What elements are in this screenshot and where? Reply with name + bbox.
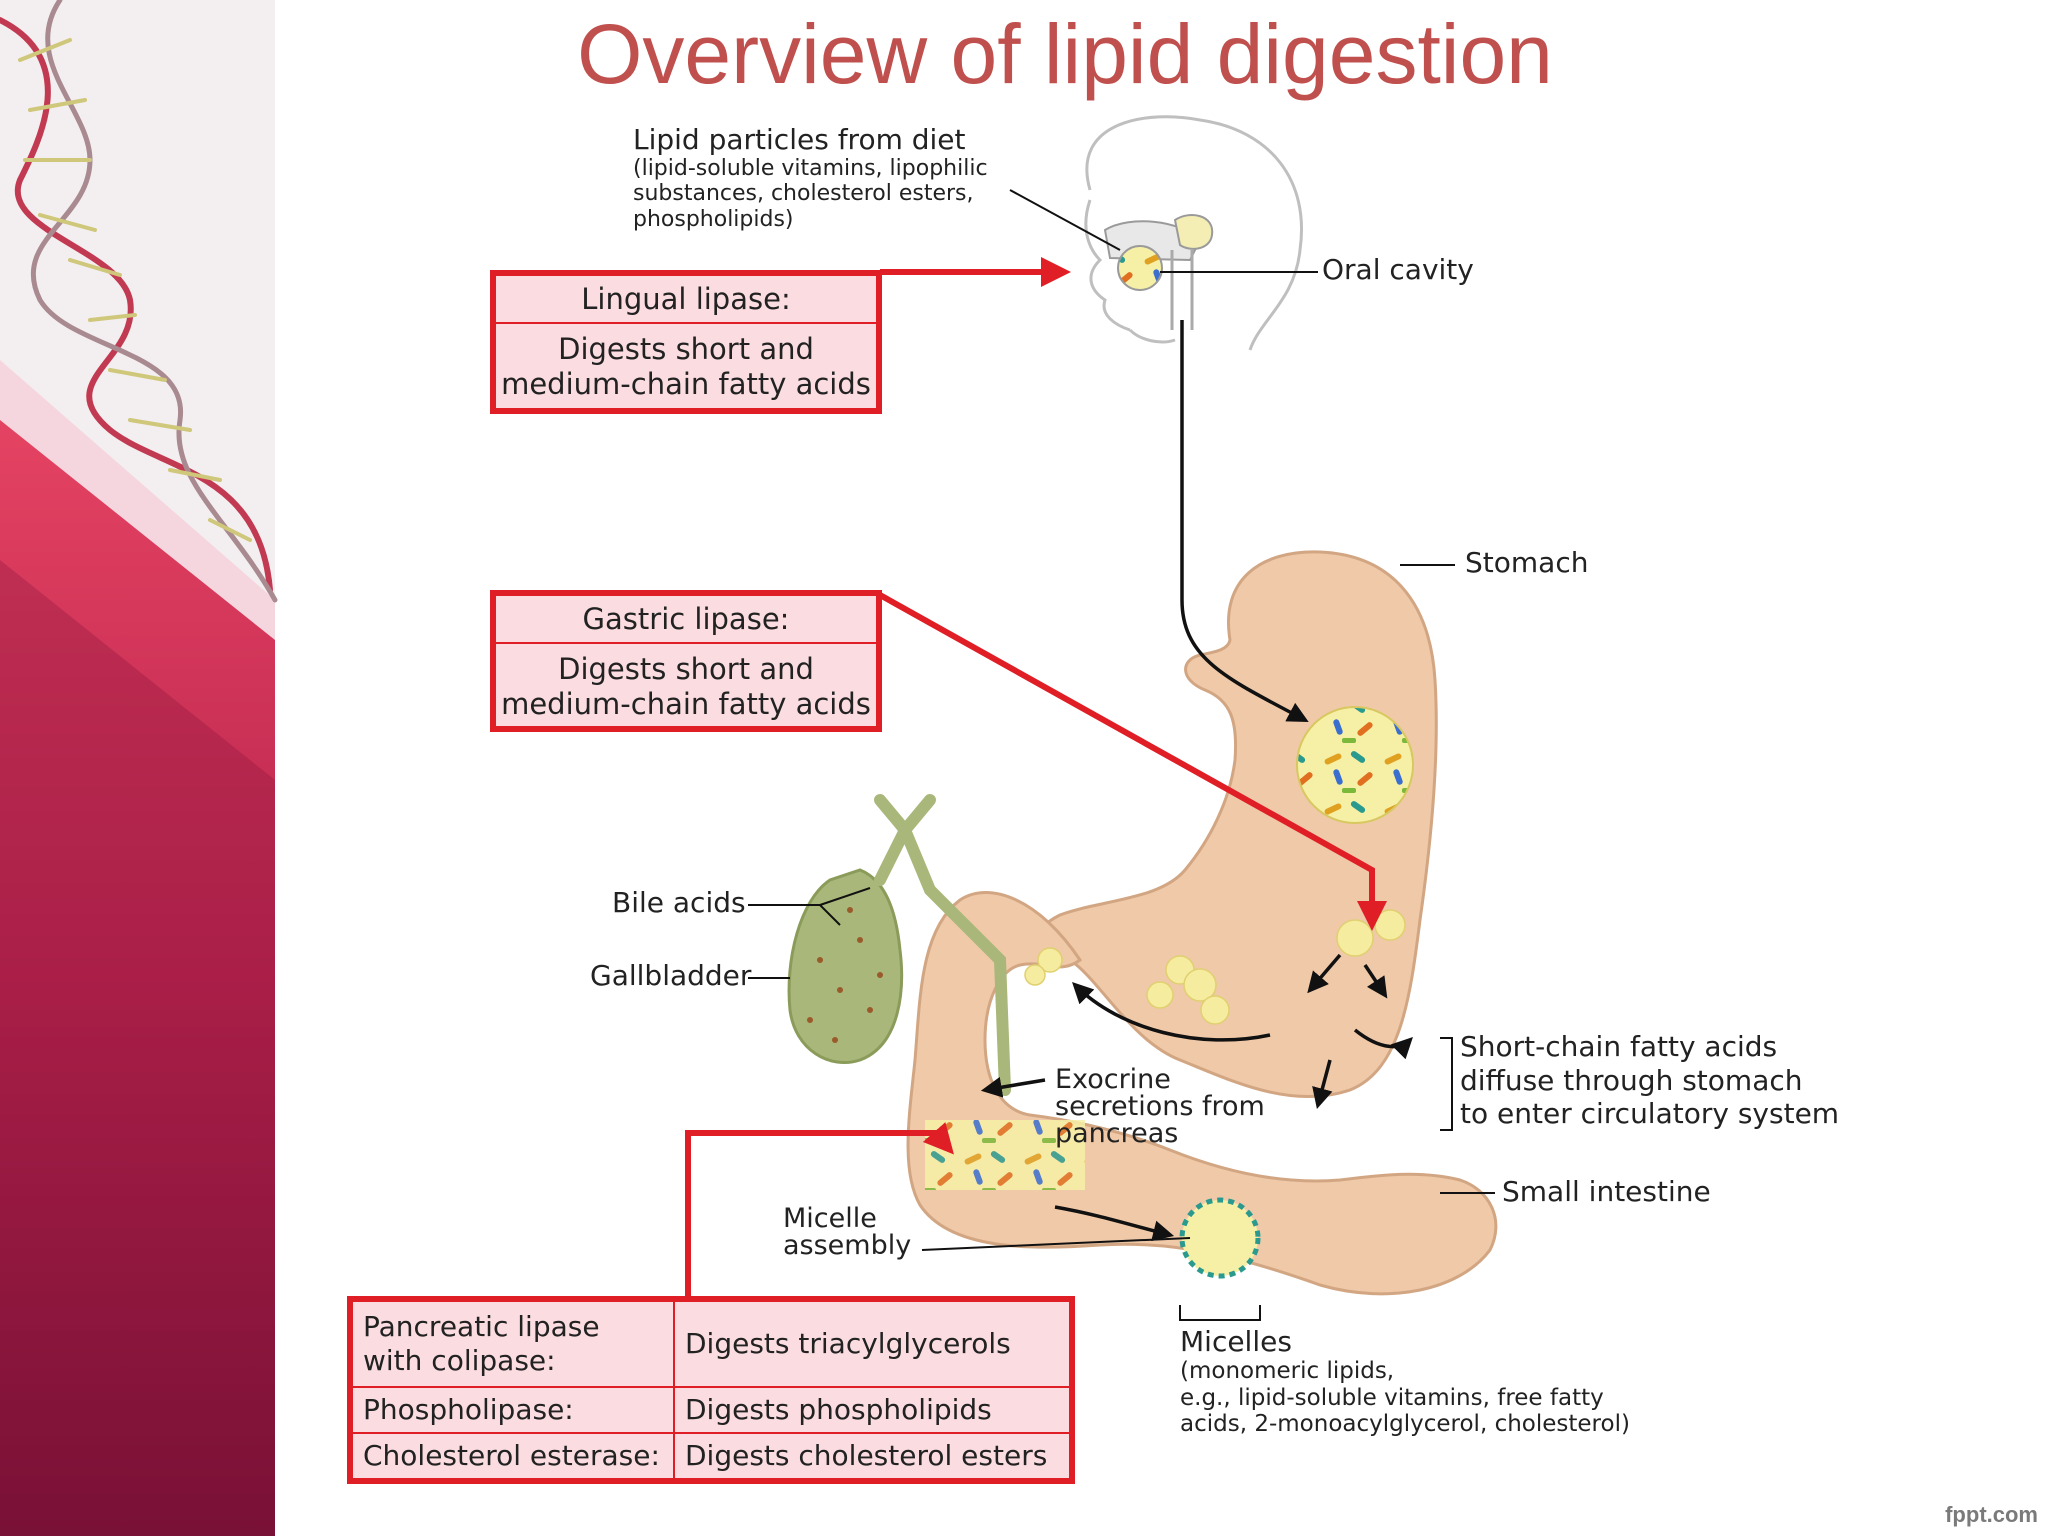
- leader-lines: [748, 564, 1495, 1321]
- short-chain-line-1: Short-chain fatty acids: [1460, 1030, 1778, 1063]
- lingual-body-line-2: medium-chain fatty acids: [501, 366, 871, 401]
- table-row: Phospholipase: Digests phospholipids: [349, 1385, 1073, 1434]
- micelles-detail-3: acids, 2-monoacylglycerol, cholesterol): [1180, 1411, 1630, 1438]
- diet-heading: Lipid particles from diet: [633, 123, 966, 156]
- exocrine-line-2: secretions from: [1055, 1091, 1265, 1122]
- lingual-lipase-box: Lingual lipase: Digests short and medium…: [490, 270, 882, 414]
- oral-cavity-label: Oral cavity: [1322, 253, 1474, 286]
- esophagus-tube: [1170, 250, 1194, 330]
- enzyme-name-line: Phospholipase:: [363, 1392, 574, 1426]
- small-intestine-label: Small intestine: [1502, 1175, 1711, 1208]
- gastric-lipase-box: Gastric lipase: Digests short and medium…: [490, 590, 882, 732]
- enzyme-name-line: with colipase:: [363, 1343, 556, 1377]
- gastric-body-line-1: Digests short and: [558, 652, 814, 686]
- stomach-label: Stomach: [1465, 546, 1589, 579]
- enzyme-cell: Cholesterol esterase:: [349, 1431, 675, 1483]
- action-cell: Digests triacylglycerols: [673, 1298, 1073, 1388]
- action-cell: Digests phospholipids: [673, 1385, 1073, 1434]
- diet-pointer: [1009, 189, 1121, 251]
- bile-dots: [807, 907, 883, 1043]
- exocrine-label: Exocrine secretions from pancreas: [1055, 1066, 1265, 1147]
- enzyme-name-line: Pancreatic lipase: [363, 1310, 600, 1344]
- head-profile-icon: [1084, 115, 1303, 351]
- enzyme-cell: Phospholipase:: [349, 1385, 675, 1434]
- side-decoration: [0, 0, 278, 1536]
- gallbladder-shape: [787, 868, 904, 1065]
- salivary-gland: [1173, 214, 1214, 250]
- micelle-icon: [1179, 1197, 1261, 1279]
- gastric-lipase-body: Digests short and medium-chain fatty aci…: [496, 644, 876, 730]
- gastric-lipase-header: Gastric lipase:: [496, 596, 876, 644]
- enzyme-arrows: [685, 257, 1387, 1296]
- side-band-shadow: [0, 560, 275, 1536]
- dna-helix-icon: [0, 0, 278, 603]
- micelle-assembly-line-1: Micelle: [783, 1203, 877, 1234]
- small-intestine-shape: [906, 891, 1498, 1296]
- bile-duct: [874, 794, 1011, 1096]
- gallbladder-label: Gallbladder: [590, 959, 752, 992]
- bile-acids-label: Bile acids: [612, 886, 746, 919]
- fat-droplets: [1024, 909, 1406, 1025]
- pancreatic-enzyme-table: Pancreatic lipase with colipase: Digests…: [347, 1296, 1075, 1484]
- micelle-assembly-line-2: assembly: [783, 1230, 912, 1261]
- diet-detail-1: (lipid-soluble vitamins, lipophilic: [633, 156, 988, 182]
- stomach-shape: [1040, 550, 1438, 1099]
- micelles-detail-1: (monomeric lipids,: [1180, 1358, 1395, 1385]
- lingual-body-line-1: Digests short and: [558, 332, 814, 366]
- table-row: Pancreatic lipase with colipase: Digests…: [349, 1298, 1073, 1388]
- lingual-lipase-body: Digests short and medium-chain fatty aci…: [496, 324, 876, 410]
- stomach-lipid-particle-icon: [1296, 706, 1414, 824]
- diet-detail-3: phospholipids): [633, 206, 794, 232]
- diet-label: Lipid particles from diet (lipid-soluble…: [633, 123, 988, 232]
- micelles-heading: Micelles: [1180, 1325, 1292, 1358]
- micelle-assembly-label: Micelle assembly: [783, 1205, 911, 1259]
- micelles-label: Micelles (monomeric lipids, e.g., lipid-…: [1180, 1325, 1630, 1438]
- oral-lipid-particle-icon: [1117, 245, 1163, 291]
- exocrine-line-3: pancreas: [1055, 1118, 1179, 1149]
- short-chain-line-3: to enter circulatory system: [1460, 1097, 1840, 1131]
- diet-detail-2: substances, cholesterol esters,: [633, 181, 974, 207]
- short-chain-label: Short-chain fatty acids diffuse through …: [1460, 1030, 1839, 1131]
- gastric-body-line-2: medium-chain fatty acids: [501, 686, 871, 721]
- slide-title: Overview of lipid digestion: [577, 7, 1553, 101]
- micelles-detail-2: e.g., lipid-soluble vitamins, free fatty: [1180, 1384, 1604, 1411]
- footer-watermark: fppt.com: [1945, 1502, 2038, 1527]
- table-row: Cholesterol esterase: Digests cholestero…: [349, 1431, 1073, 1483]
- enzyme-name-line: Cholesterol esterase:: [363, 1438, 660, 1472]
- short-chain-line-2: diffuse through stomach: [1460, 1063, 1803, 1097]
- exocrine-line-1: Exocrine: [1055, 1064, 1171, 1095]
- lingual-lipase-header: Lingual lipase:: [496, 276, 876, 324]
- action-cell: Digests cholesterol esters: [673, 1431, 1073, 1483]
- flow-arrows: [980, 320, 1413, 1242]
- side-band-dark: [0, 420, 275, 1536]
- enzyme-cell: Pancreatic lipase with colipase:: [349, 1298, 675, 1388]
